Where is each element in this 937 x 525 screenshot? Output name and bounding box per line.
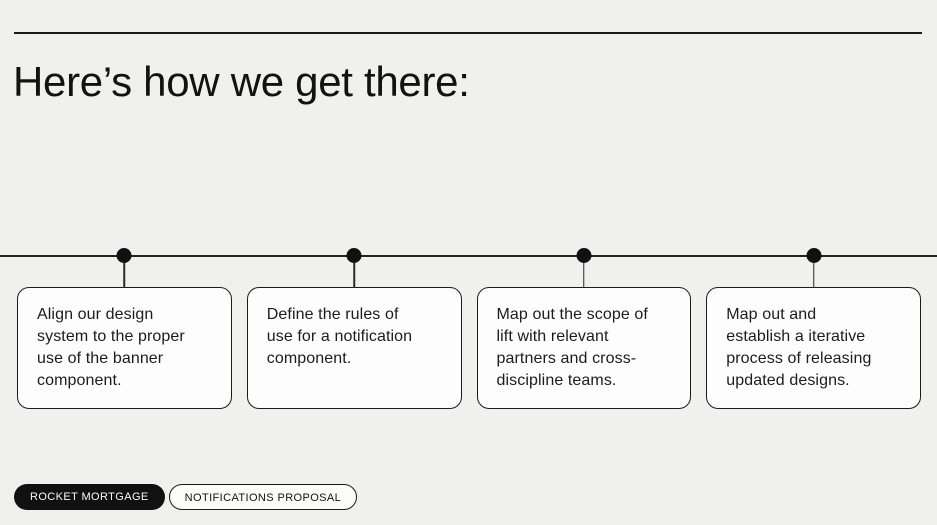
step-card: Align our design system to the proper us…: [17, 287, 232, 409]
step-card-text: Define the rules of use for a notificati…: [266, 306, 413, 367]
timeline-node-dot: [576, 248, 592, 263]
timeline-step: Map out and establish a iterative proces…: [706, 248, 921, 409]
timeline-step: Define the rules of use for a notificati…: [246, 248, 462, 409]
proposal-badge: NOTIFICATIONS PROPOSAL: [168, 484, 358, 510]
step-card: Map out the scope of lift with relevant …: [476, 287, 692, 409]
timeline-step: Map out the scope of lift with relevant …: [476, 248, 692, 409]
step-card-text: Map out and establish a iterative proces…: [726, 306, 872, 389]
page-title: Here’s how we get there:: [13, 58, 470, 105]
footer-badges: ROCKET MORTGAGE NOTIFICATIONS PROPOSAL: [14, 484, 358, 510]
step-card-text: Align our design system to the proper us…: [37, 306, 185, 389]
timeline-connector: [583, 255, 585, 288]
timeline-connector: [353, 255, 355, 288]
step-card-text: Map out the scope of lift with relevant …: [496, 306, 648, 389]
step-card: Define the rules of use for a notificati…: [246, 287, 462, 409]
timeline-axis: [0, 255, 937, 257]
brand-badge: ROCKET MORTGAGE: [14, 484, 165, 510]
timeline-connector: [123, 255, 126, 288]
timeline-node-dot: [346, 248, 362, 263]
timeline-node-dot: [116, 248, 132, 263]
timeline-node-dot: [806, 248, 822, 263]
step-card: Map out and establish a iterative proces…: [706, 287, 921, 409]
timeline-steps: Align our design system to the proper us…: [17, 248, 921, 409]
timeline-connector: [812, 255, 815, 288]
timeline-step: Align our design system to the proper us…: [17, 248, 232, 409]
top-divider: [14, 32, 922, 34]
